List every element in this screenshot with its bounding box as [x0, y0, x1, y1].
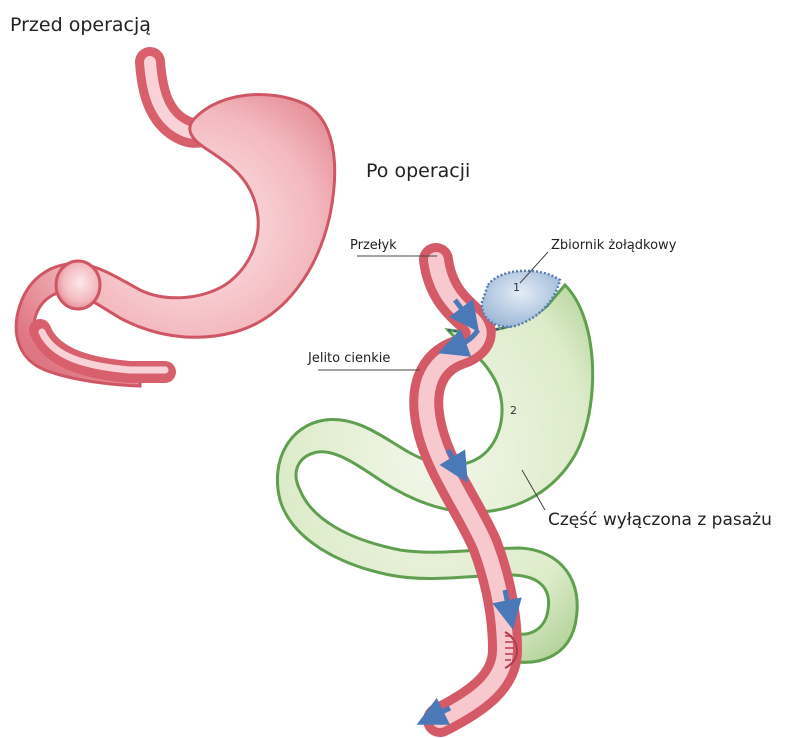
remnant-number-marker: 2 — [510, 404, 517, 417]
bypassed-part-label: Część wyłączona z pasażu — [548, 510, 772, 530]
small-intestine-label: Jelito cienkie — [308, 351, 390, 366]
after-heading: Po operacji — [366, 160, 470, 182]
gastric-pouch-label: Zbiornik żołądkowy — [551, 238, 676, 253]
before-heading: Przed operacją — [10, 14, 151, 36]
pouch-number-marker: 1 — [513, 281, 520, 294]
esophagus-label: Przełyk — [350, 238, 397, 253]
stomach-before-illustration — [16, 62, 335, 386]
bypass-after-illustration — [277, 252, 592, 720]
